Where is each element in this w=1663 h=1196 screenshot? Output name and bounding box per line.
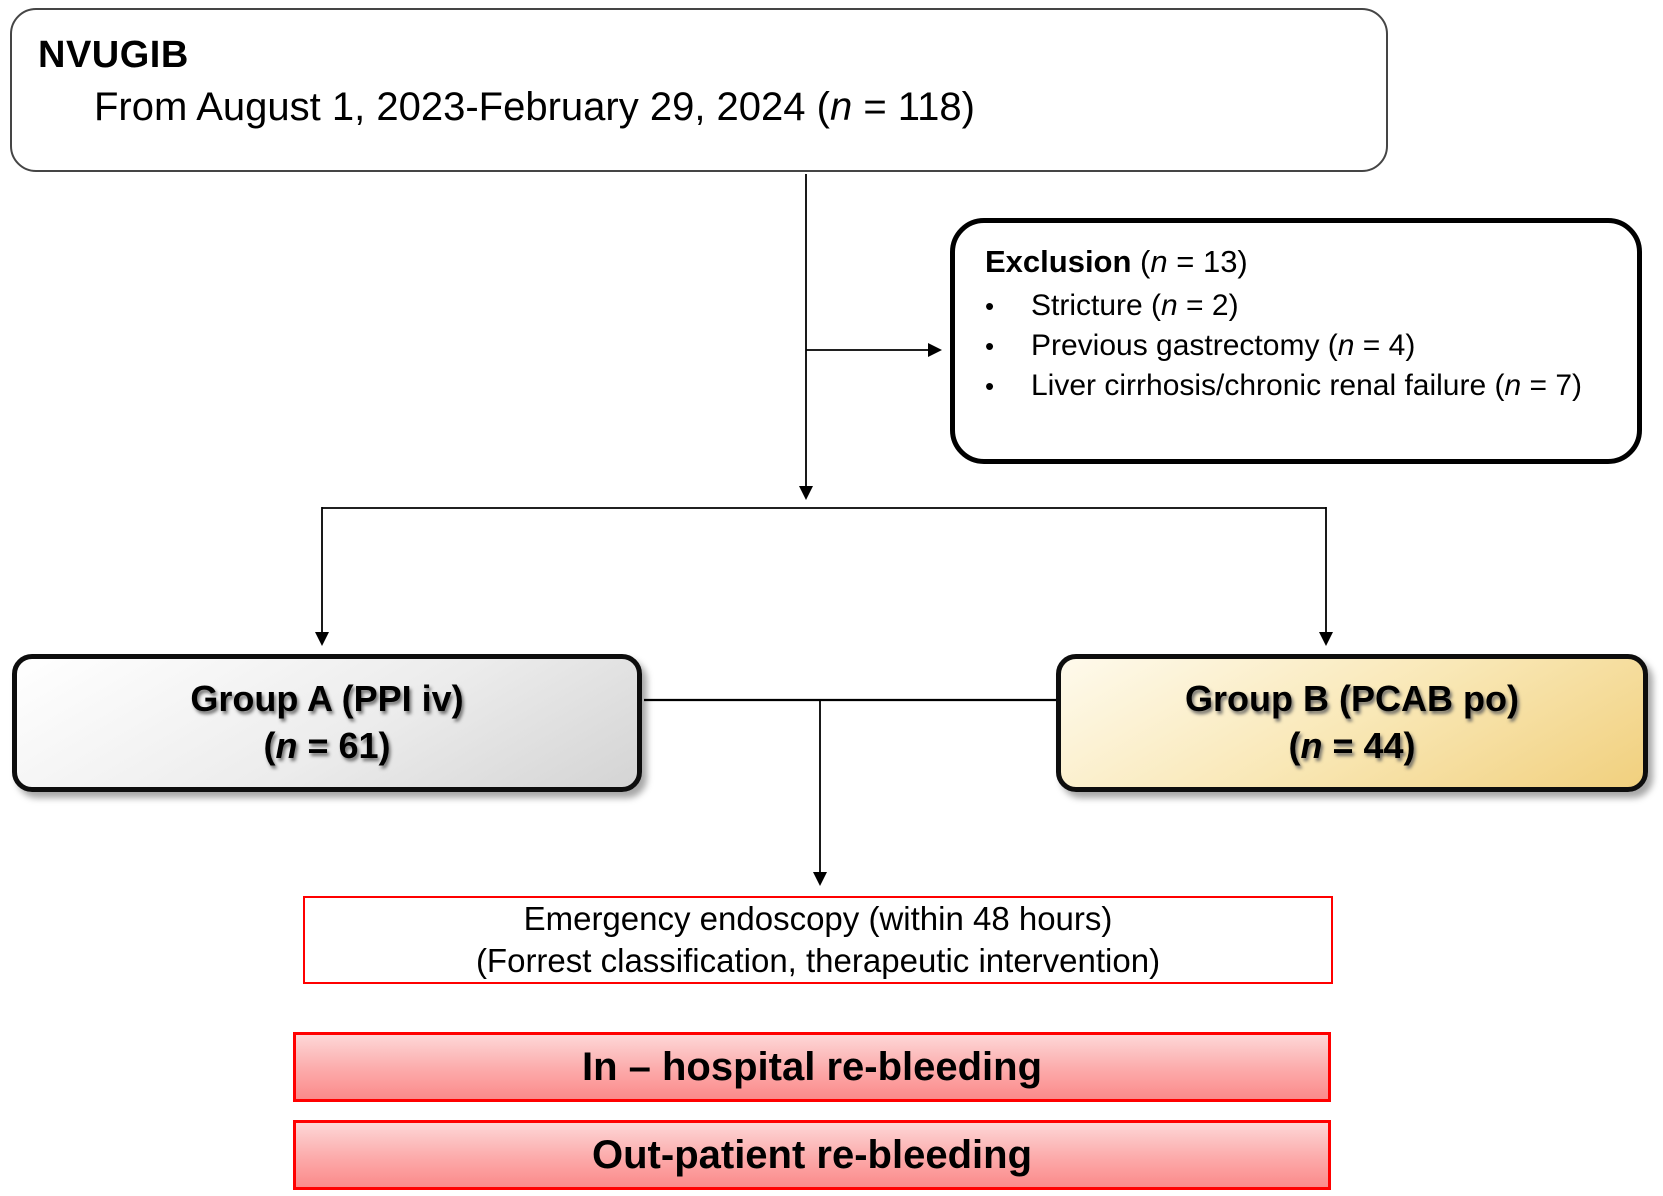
enrollment-box: NVUGIB From August 1, 2023-February 29, … [10, 8, 1388, 172]
enrollment-title: NVUGIB [38, 34, 189, 76]
outpatient-rebleeding-label: Out-patient re-bleeding [592, 1132, 1032, 1177]
exclusion-item: • Stricture (n = 2) [985, 286, 1613, 326]
group-a-label: Group A (PPI iv) [190, 678, 464, 720]
group-b-label: Group B (PCAB po) [1185, 678, 1519, 720]
endoscopy-box: Emergency endoscopy (within 48 hours) (F… [303, 896, 1333, 984]
in-hospital-rebleeding-box: In – hospital re-bleeding [293, 1032, 1331, 1102]
outpatient-rebleeding-box: Out-patient re-bleeding [293, 1120, 1331, 1190]
bullet-icon: • [985, 371, 995, 402]
group-a-count: (n = 61) [263, 725, 391, 766]
group-b-count: (n = 44) [1288, 725, 1416, 766]
group-a-box: Group A (PPI iv) (n = 61) [12, 654, 642, 792]
exclusion-item: • Previous gastrectomy (n = 4) [985, 326, 1613, 366]
exclusion-item: • Liver cirrhosis/chronic renal failure … [985, 366, 1613, 406]
bullet-icon: • [985, 331, 995, 362]
endoscopy-line1: Emergency endoscopy (within 48 hours) [523, 899, 1113, 937]
exclusion-item-text: Liver cirrhosis/chronic renal failure (n… [1031, 369, 1583, 403]
exclusion-item-text: Stricture (n = 2) [1031, 288, 1239, 322]
exclusion-item-text: Previous gastrectomy (n = 4) [1031, 329, 1416, 363]
exclusion-box: Exclusion (n = 13) • Stricture (n = 2) •… [950, 218, 1642, 464]
exclusion-title: Exclusion (n = 13) [985, 244, 1248, 279]
group-b-box: Group B (PCAB po) (n = 44) [1056, 654, 1648, 792]
enrollment-period: From August 1, 2023-February 29, 2024 (n… [94, 84, 975, 129]
bullet-icon: • [985, 290, 995, 321]
in-hospital-rebleeding-label: In – hospital re-bleeding [581, 1044, 1043, 1089]
endoscopy-line2: (Forrest classification, therapeutic int… [475, 942, 1161, 979]
